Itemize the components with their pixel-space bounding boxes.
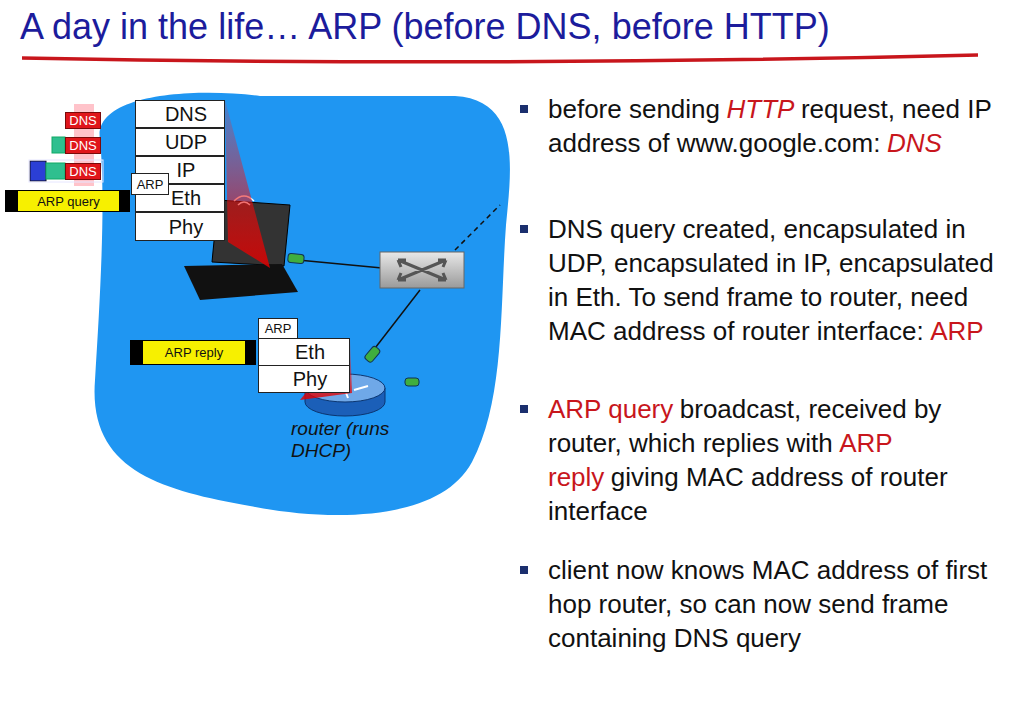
node-text: Eth xyxy=(171,188,201,208)
protocol-layer-box: Eth xyxy=(258,338,350,366)
wires xyxy=(298,205,500,352)
packet-box: DNS xyxy=(65,137,101,154)
protocol-layer-box: UDP xyxy=(135,128,225,156)
wire xyxy=(298,260,382,268)
node-text: Phy xyxy=(293,369,327,389)
node-text: ARP query xyxy=(37,195,100,208)
udp-header xyxy=(52,137,65,153)
bullet-point: client now knows MAC address of first ho… xyxy=(548,553,1016,655)
wire xyxy=(455,205,500,250)
node-text: ARP xyxy=(137,178,164,191)
switch-body xyxy=(380,252,464,288)
bullet-text: giving MAC address of router interface xyxy=(548,462,948,526)
node-text: Eth xyxy=(295,342,325,362)
bullet-text: before sending xyxy=(548,94,720,124)
protocol-layer-box: DNS xyxy=(135,100,225,128)
network-jack xyxy=(364,345,381,363)
node-text: ARP xyxy=(265,322,292,335)
bullet-point: before sendingHTTPrequest, need IP addre… xyxy=(548,92,1016,160)
bullet-text: client now knows MAC address of first ho… xyxy=(548,555,987,653)
protocol-layer-box: Phy xyxy=(258,365,350,393)
bullet-text: ARP xyxy=(930,316,983,346)
node-text: Phy xyxy=(169,217,203,237)
network-jack xyxy=(405,378,419,386)
wire xyxy=(372,290,420,352)
eth-frame xyxy=(29,160,103,182)
slide-title: A day in the life… ARP (before DNS, befo… xyxy=(20,6,830,48)
title-underline xyxy=(22,55,978,62)
bullet-marker xyxy=(520,405,528,413)
arp-frame: ARP reply xyxy=(130,340,256,365)
network-jack xyxy=(288,253,305,263)
bullet-marker xyxy=(520,566,528,574)
node-text: UDP xyxy=(165,132,207,152)
encapsulation-fan xyxy=(225,100,270,268)
node-text: IP xyxy=(177,160,196,180)
protocol-tag: ARP xyxy=(131,173,169,195)
network-region xyxy=(95,93,510,515)
arp-frame: ARP query xyxy=(5,190,130,212)
node-text: DNS xyxy=(69,165,96,178)
node-text: ARP reply xyxy=(165,346,223,359)
bullet-text: HTTP xyxy=(727,94,795,124)
node-text: DNS xyxy=(69,139,96,152)
router-label: router (runs DHCP) xyxy=(291,418,409,462)
packet-box: DNS xyxy=(65,163,101,180)
packet-box: DNS xyxy=(65,112,101,129)
laptop-base xyxy=(184,264,298,300)
bullet-point: DNS query created, encapsulated in UDP, … xyxy=(548,212,1016,348)
protocol-tag: ARP xyxy=(258,318,298,339)
bullet-text: DNS xyxy=(887,128,942,158)
ip-header xyxy=(30,161,46,181)
node-text: DNS xyxy=(69,114,96,127)
switch-icon xyxy=(380,252,464,288)
node-text: DNS xyxy=(165,104,207,124)
switch-arrows xyxy=(398,260,446,280)
bullet-text: DNS query created, encapsulated in UDP, … xyxy=(548,214,994,346)
bullet-marker xyxy=(520,225,528,233)
bullet-marker xyxy=(520,105,528,113)
protocol-layer-box: Phy xyxy=(135,212,225,241)
udp-header xyxy=(46,163,65,179)
packet-headers xyxy=(29,137,103,182)
bullet-point: ARP querybroadcast, received by router, … xyxy=(548,392,1016,528)
bullet-text: ARP query xyxy=(548,394,673,424)
